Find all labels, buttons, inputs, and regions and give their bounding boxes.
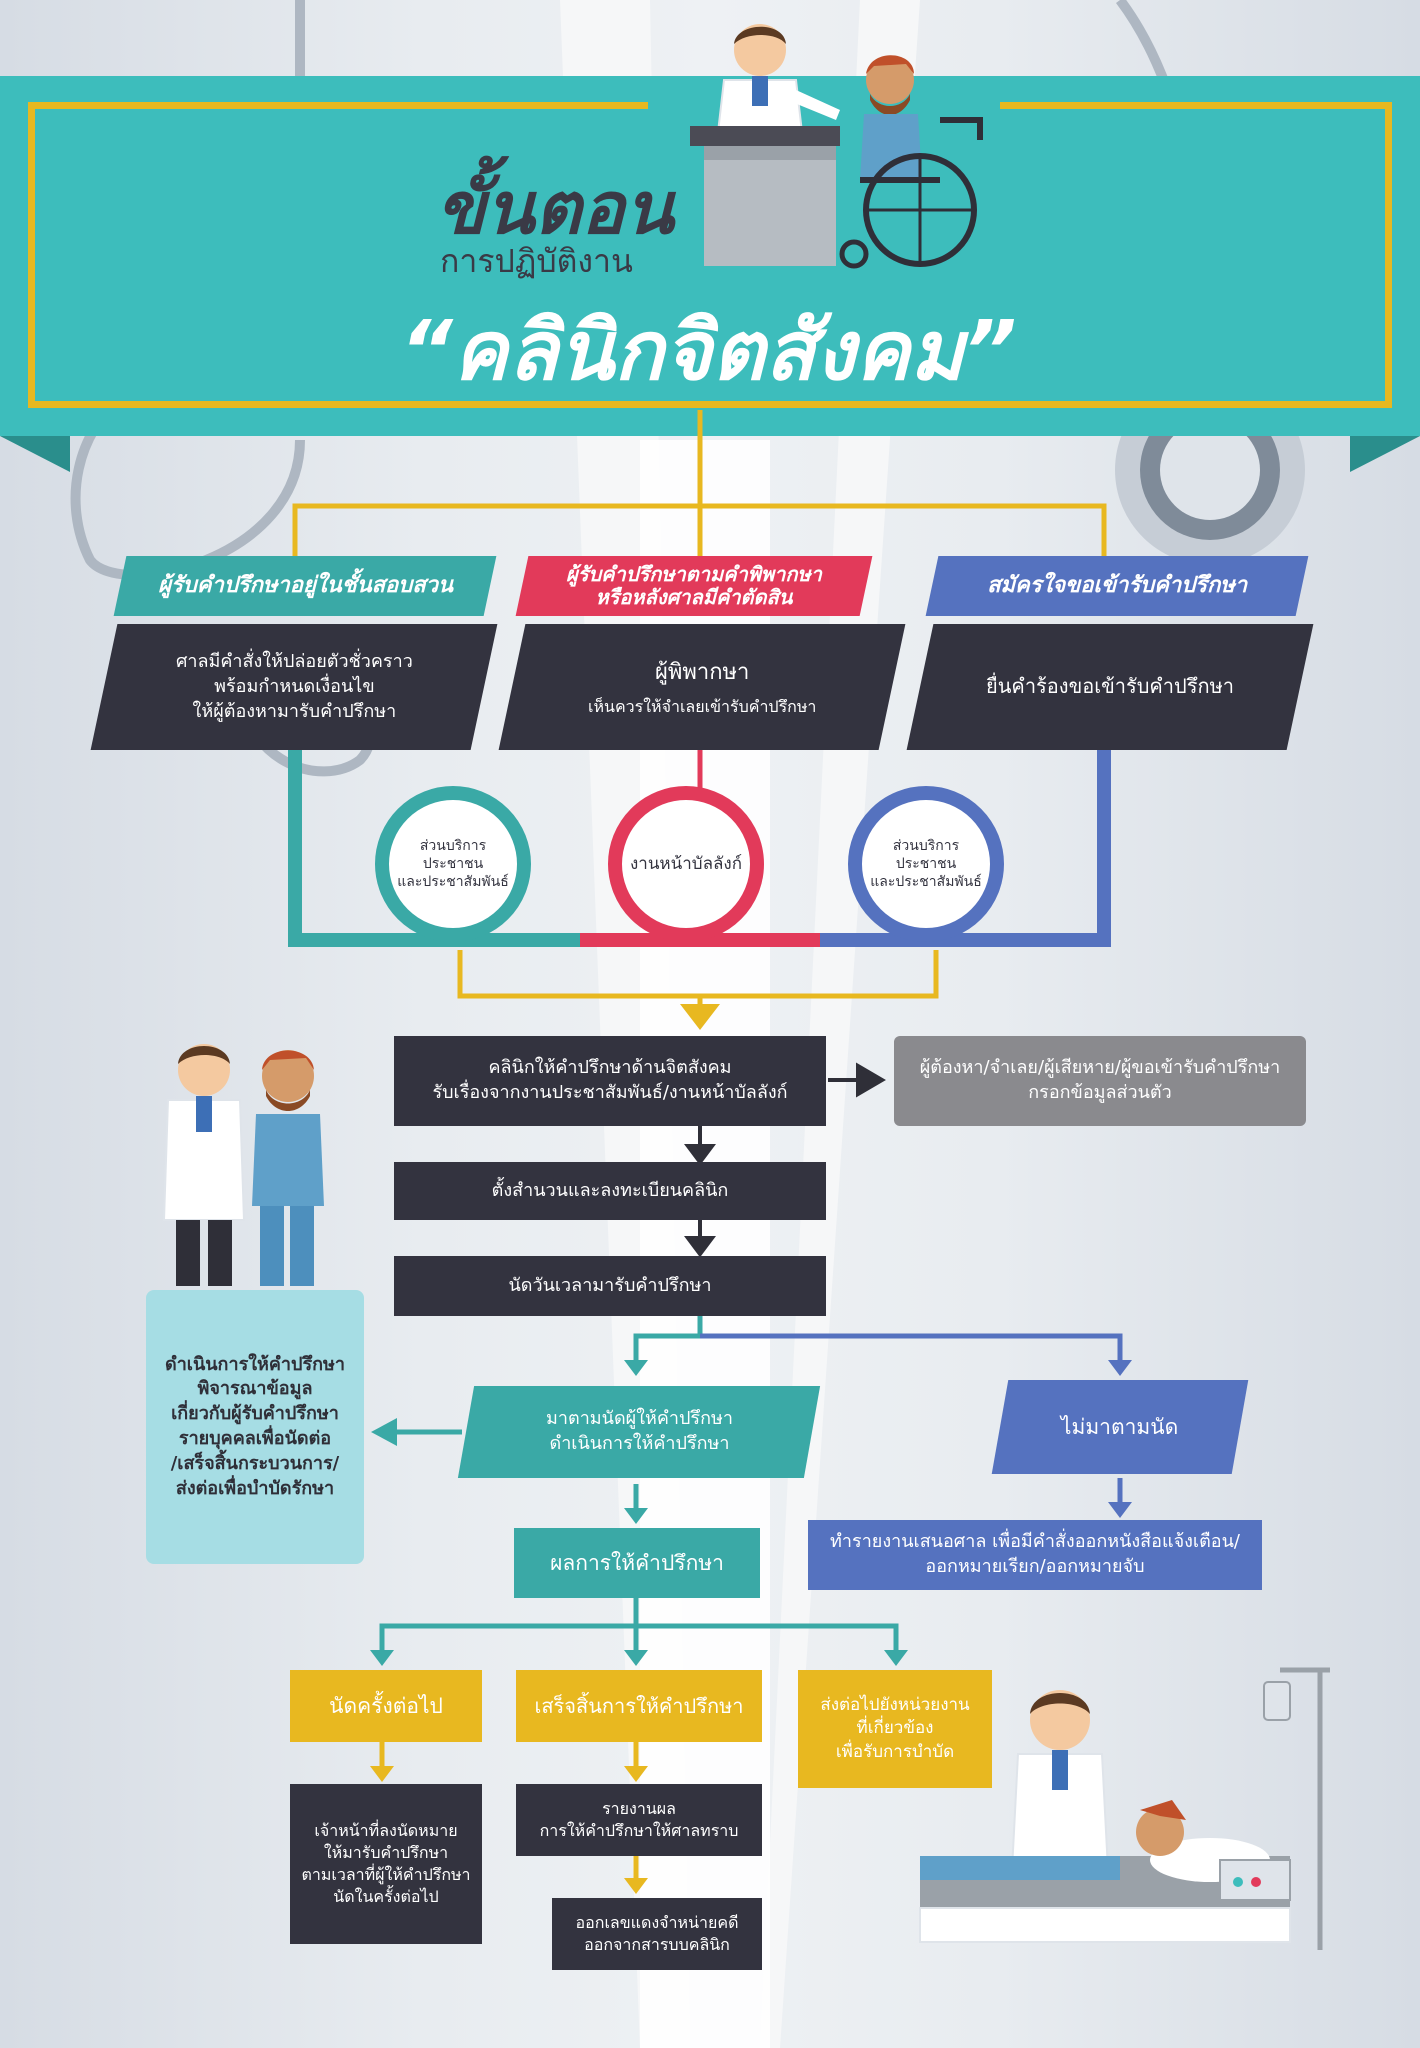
counseling-result: ผลการให้คำปรึกษา <box>514 1528 760 1598</box>
doctor-with-patient-icon <box>162 1044 324 1286</box>
patient-wheelchair-icon <box>839 55 983 269</box>
doctor-icon <box>690 24 840 266</box>
ribbon-fold-left <box>0 436 70 472</box>
judge-body: เห็นควรให้จำเลยเข้ารับคำปรึกษา <box>587 697 817 716</box>
category-voluntary-body: ยื่นคำร้องขอเข้ารับคำปรึกษา <box>906 624 1314 750</box>
coat-lapel-right <box>760 0 920 2048</box>
category-judgment-body: ผู้พิพากษา เห็นควรให้จำเลยเข้ารับคำปรึกษ… <box>498 624 906 750</box>
branch-attend: มาตามนัดผู้ให้คำปรึกษา ดำเนินการให้คำปรึ… <box>457 1386 821 1478</box>
category-voluntary-title: สมัครใจขอเข้ารับคำปรึกษา <box>925 556 1309 616</box>
outcome-next-detail: เจ้าหน้าที่ลงนัดหมาย ให้มารับคำปรึกษา ตา… <box>290 1784 482 1944</box>
ribbon-fold-right <box>1350 436 1420 472</box>
outcome-complete: เสร็จสิ้นการให้คำปรึกษา <box>516 1670 762 1742</box>
circle-public-service-1: ส่วนบริการ ประชาชน และประชาสัมพันธ์ <box>375 786 531 942</box>
header-frame-top-left <box>28 102 648 109</box>
attend-counseling-note: ดำเนินการให้คำปรึกษา พิจารณาข้อมูล เกี่ย… <box>146 1290 364 1564</box>
judge-heading: ผู้พิพากษา <box>654 660 750 685</box>
title-line-2: การปฏิบัติงาน <box>440 242 633 280</box>
outcome-refer: ส่งต่อไปยังหน่วยงาน ที่เกี่ยวข้อง เพื่อร… <box>798 1670 992 1788</box>
patient-bed-icon <box>919 1667 1330 1950</box>
header-frame <box>28 102 1392 408</box>
step-fill-personal-info: ผู้ต้องหา/จำเลย/ผู้เสียหาย/ผู้ขอเข้ารับค… <box>894 1036 1306 1126</box>
outcome-complete-report: รายงานผล การให้คำปรึกษาให้ศาลทราบ <box>516 1784 762 1856</box>
step-register: ตั้งสำนวนและลงทะเบียนคลินิก <box>394 1162 826 1220</box>
circle-public-service-2: ส่วนบริการ ประชาชน และประชาสัมพันธ์ <box>848 786 1004 942</box>
category-investigation-title: ผู้รับคำปรึกษาอยู่ในชั้นสอบสวน <box>113 556 497 616</box>
category-judgment-title: ผู้รับคำปรึกษาตามคำพิพากษา หรือหลังศาลมี… <box>515 556 873 616</box>
no-show-report: ทำรายงานเสนอศาล เพื่อมีคำสั่งออกหนังสือแ… <box>808 1520 1262 1590</box>
outcome-complete-close-case: ออกเลขแดงจำหน่ายคดี ออกจากสารบบคลินิก <box>552 1898 762 1970</box>
branch-no-show: ไม่มาตามนัด <box>991 1380 1249 1474</box>
outcome-next-appointment: นัดครั้งต่อไป <box>290 1670 482 1742</box>
title-line-3: “คลินิกจิตสังคม” <box>400 304 1017 399</box>
header-frame-top-right <box>1000 102 1392 109</box>
step-schedule: นัดวันเวลามารับคำปรึกษา <box>394 1256 826 1316</box>
category-investigation-body: ศาลมีคำสั่งให้ปล่อยตัวชั่วคราว พร้อมกำหน… <box>90 624 498 750</box>
title-line-1: ขั้นตอน <box>436 166 674 250</box>
circle-courtroom-service: งานหน้าบัลลังก์ <box>608 786 764 942</box>
step-clinic-receive: คลินิกให้คำปรึกษาด้านจิตสังคม รับเรื่องจ… <box>394 1036 826 1126</box>
